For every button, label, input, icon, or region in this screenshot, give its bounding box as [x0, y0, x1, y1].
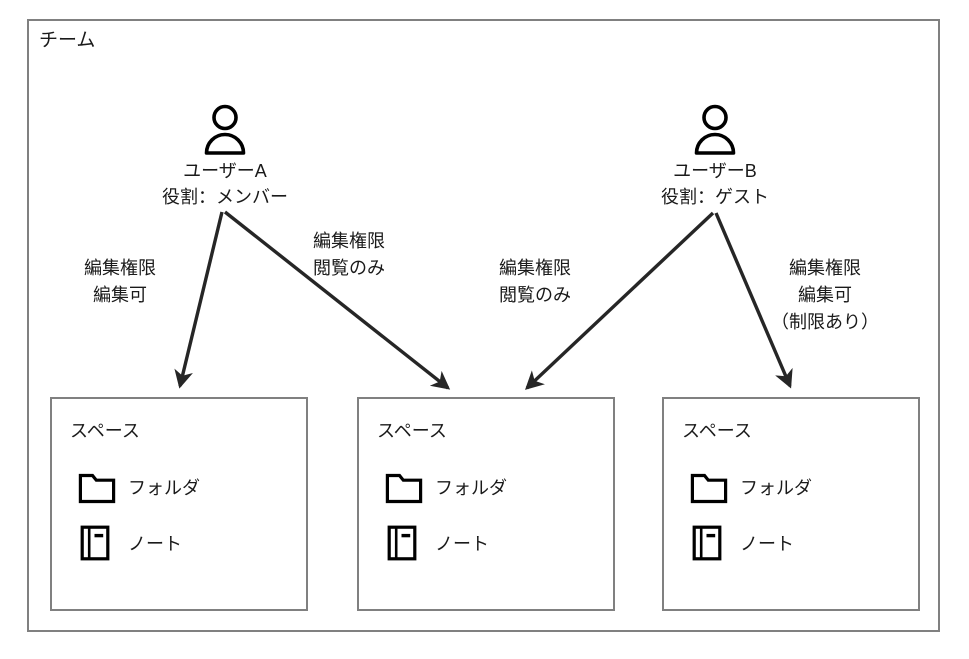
edge-label-line-3: （制限あり） — [771, 312, 879, 332]
folder-icon — [690, 473, 728, 504]
edge-label-line-1: 編集権限 — [84, 258, 156, 278]
space-box-1[interactable]: スペース フォルダ ノート — [50, 397, 308, 611]
folder-icon — [385, 473, 423, 504]
space-title: スペース — [70, 421, 140, 441]
edge-label-line-2: 編集可 — [93, 285, 147, 305]
space-item-note[interactable]: ノート — [78, 524, 182, 562]
space-item-label: フォルダ — [435, 478, 507, 498]
space-item-label: フォルダ — [128, 478, 200, 498]
person-icon — [694, 104, 736, 155]
person-icon — [204, 104, 246, 155]
edge-label-user-b-space-2: 編集権限 閲覧のみ — [450, 255, 620, 309]
space-item-folder[interactable]: フォルダ — [385, 468, 507, 506]
space-box-3[interactable]: スペース フォルダ ノート — [662, 397, 920, 611]
edge-label-user-a-space-2: 編集権限 閲覧のみ — [264, 228, 434, 282]
user-b-role: 役割：ゲスト — [661, 187, 769, 208]
space-item-note[interactable]: ノート — [690, 524, 794, 562]
edge-label-line-2: 閲覧のみ — [313, 258, 385, 278]
edge-label-user-b-space-3: 編集権限 編集可 （制限あり） — [730, 255, 920, 336]
space-item-label: ノート — [740, 534, 794, 554]
space-item-note[interactable]: ノート — [385, 524, 489, 562]
user-a-name: ユーザーA — [183, 161, 267, 181]
team-container — [27, 19, 940, 632]
team-title: チーム — [39, 30, 96, 51]
note-icon — [387, 525, 417, 561]
edge-label-user-a-space-1: 編集権限 編集可 — [50, 255, 190, 309]
user-a-role: 役割：メンバー — [162, 187, 288, 208]
space-item-folder[interactable]: フォルダ — [690, 468, 812, 506]
note-icon — [80, 525, 110, 561]
space-title: スペース — [682, 421, 752, 441]
user-node-a[interactable]: ユーザーA 役割：メンバー — [115, 103, 335, 210]
user-node-b[interactable]: ユーザーB 役割：ゲスト — [605, 103, 825, 210]
space-title: スペース — [377, 421, 447, 441]
user-b-name: ユーザーB — [673, 161, 757, 181]
space-item-folder[interactable]: フォルダ — [78, 468, 200, 506]
edge-label-line-1: 編集権限 — [789, 258, 861, 278]
edge-label-line-1: 編集権限 — [499, 258, 571, 278]
space-item-label: フォルダ — [740, 478, 812, 498]
edge-label-line-2: 閲覧のみ — [499, 285, 571, 305]
folder-icon — [78, 473, 116, 504]
space-box-2[interactable]: スペース フォルダ ノート — [357, 397, 615, 611]
edge-label-line-1: 編集権限 — [313, 231, 385, 251]
space-item-label: ノート — [435, 534, 489, 554]
edge-label-line-2: 編集可 — [798, 285, 852, 305]
note-icon — [692, 525, 722, 561]
space-item-label: ノート — [128, 534, 182, 554]
